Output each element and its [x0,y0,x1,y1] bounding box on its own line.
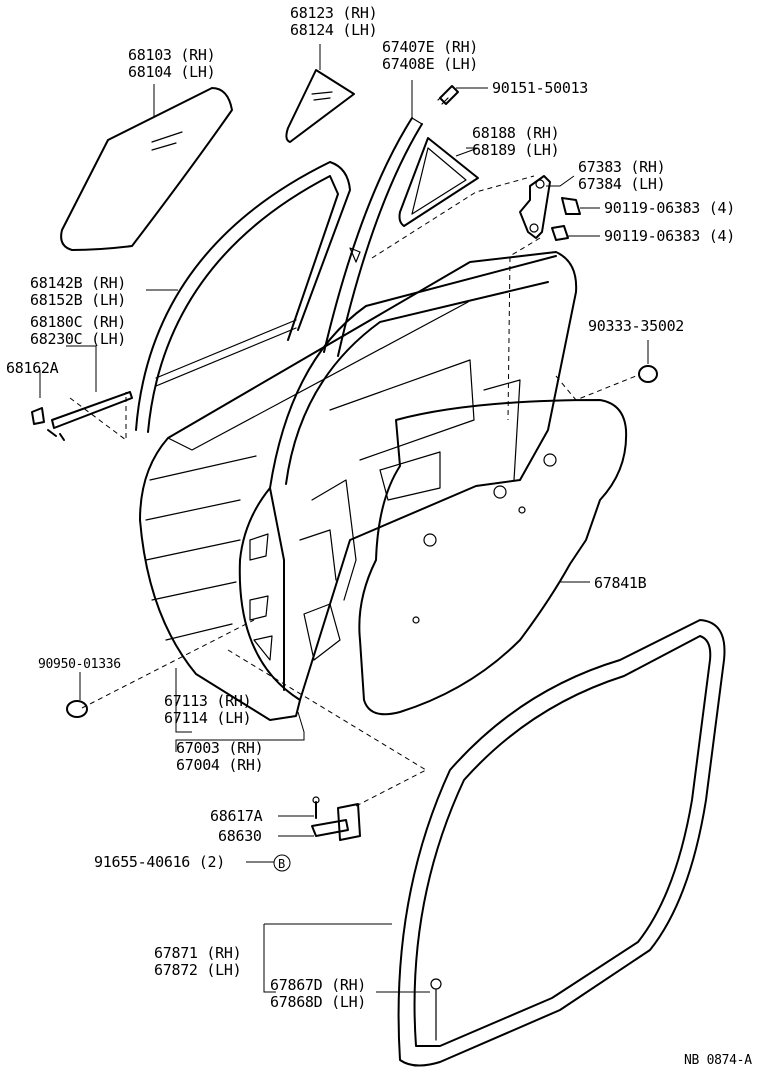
label-68124: 68124 (LH) [290,21,377,39]
leader-lines [39,44,649,993]
hinge-drawing [311,796,361,841]
label-67003: 67003 (RH) [176,739,263,757]
dashed-assembly-lines [69,175,637,807]
plug-90333-drawing [638,365,658,383]
label-68162A: 68162A [6,359,59,377]
quarter-frame-drawing [398,137,479,227]
label-67872: 67872 (LH) [154,961,241,979]
weatherstrip-drawing [397,619,726,1067]
door-panel-drawing [139,251,578,721]
label-90119-06383-a: 90119-06383 (4) [604,199,735,217]
label-67868D: 67868D (LH) [270,993,366,1011]
door-glass-drawing [60,87,233,251]
label-90950-01336: 90950-01336 [38,657,121,672]
label-90333-35002: 90333-35002 [588,317,684,335]
circled-b-marker: B [273,854,291,872]
glass-run-drawing [135,161,351,433]
label-67004: 67004 (RH) [176,756,263,774]
label-67841B: 67841B [594,574,647,592]
label-67114: 67114 (LH) [164,709,251,727]
clip-68162A-drawing [31,407,45,425]
label-67407E: 67407E (RH) [382,38,478,56]
plug-90950-drawing [66,700,88,718]
label-67113: 67113 (RH) [164,692,251,710]
label-68142B: 68142B (RH) [30,274,126,292]
part-labels: 68123 (RH) 68124 (LH) 68103 (RH) 68104 (… [6,4,753,1068]
label-68152B: 68152B (LH) [30,291,126,309]
label-91655-40616: 91655-40616 (2) [94,853,225,871]
quarter-glass-drawing [285,69,355,143]
stopper-drawing [519,175,581,241]
label-68188: 68188 (RH) [472,124,559,142]
label-67871: 67871 (RH) [154,944,241,962]
label-68123: 68123 (RH) [290,4,377,22]
label-90119-06383-b: 90119-06383 (4) [604,227,735,245]
belt-moulding-drawing [47,319,297,441]
label-67408E: 67408E (LH) [382,55,478,73]
label-67867D: 67867D (RH) [270,976,366,994]
label-68189: 68189 (LH) [472,141,559,159]
circled-b-letter: B [278,857,285,871]
label-68180C: 68180C (RH) [30,313,126,331]
label-90151-50013: 90151-50013 [492,79,588,97]
label-67384: 67384 (LH) [578,175,665,193]
label-68230C: 68230C (LH) [30,330,126,348]
label-68103: 68103 (RH) [128,46,215,64]
label-67383: 67383 (RH) [578,158,665,176]
division-bar-drawing [323,117,423,357]
label-68104: 68104 (LH) [128,63,215,81]
label-68630: 68630 [218,827,262,845]
screw-90151-drawing [437,85,459,105]
footer-code: NB 0874-A [684,1053,752,1068]
label-68617A: 68617A [210,807,263,825]
service-hole-cover-drawing [358,399,628,716]
